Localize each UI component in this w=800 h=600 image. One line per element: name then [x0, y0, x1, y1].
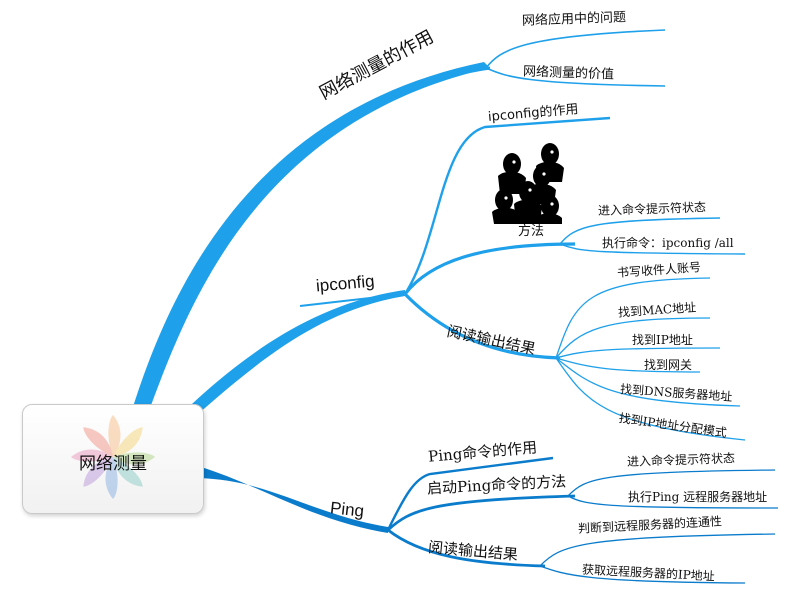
connector-ipconfig-method [403, 242, 576, 295]
branch3-label[interactable]: Ping [329, 498, 365, 521]
connector-root-branch1 [132, 62, 490, 410]
connector-read-child2 [555, 317, 711, 359]
branch1-child-2[interactable]: 网络测量的价值 [522, 64, 615, 83]
connector-read-child5 [555, 357, 741, 407]
connector-method-child2 [559, 243, 746, 255]
connector-ping-start [387, 494, 576, 532]
connector-ipconfig-read [403, 292, 561, 360]
connector-ping-role [386, 456, 554, 531]
connector-branch1-underline [299, 66, 491, 152]
method-child-2[interactable]: 执行命令：ipconfig /all [602, 236, 734, 250]
connector-read-child3 [555, 347, 721, 359]
ipconfig-method-label[interactable]: 方法 [518, 224, 545, 239]
read-child-4[interactable]: 找到网关 [644, 358, 693, 372]
root-node[interactable]: 网络测量 [22, 404, 204, 514]
read-child-3[interactable]: 找到IP地址 [632, 333, 693, 347]
connector-read-child1 [555, 277, 711, 359]
connector-method-child1 [559, 217, 721, 245]
connector-read-child4 [555, 357, 701, 373]
connector-root-branch2 [192, 290, 405, 414]
connector-root-branch3 [198, 466, 388, 533]
pinwheel-logo-icon [71, 415, 155, 499]
connector-branch1-child2 [485, 67, 666, 87]
connector-start-child1 [567, 469, 776, 497]
connector-pingread-child1 [539, 533, 776, 567]
connector-ping-read [387, 528, 546, 568]
root-label: 网络测量 [79, 454, 147, 474]
people-group-icon [492, 143, 564, 224]
start-child-2[interactable]: 执行Ping 远程服务器地址 [628, 490, 768, 504]
connector-read-child6 [555, 357, 746, 441]
connector-branch2-underline [299, 293, 406, 307]
connector-branch1-child1 [485, 29, 666, 69]
connector-pingread-child2 [539, 565, 746, 584]
connector-ipconfig-role [403, 116, 611, 295]
connector-start-child2 [567, 495, 779, 509]
